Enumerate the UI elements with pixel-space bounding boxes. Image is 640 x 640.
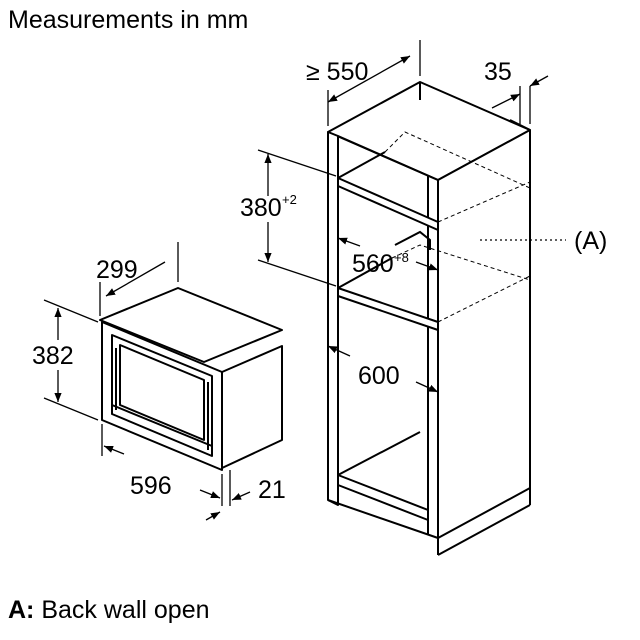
dim-niche-width: 560 [352, 250, 394, 278]
dim-niche-height: 380 [240, 194, 282, 222]
back-wall-open-outline [384, 131, 531, 323]
dim-rear-gap: 35 [484, 58, 512, 86]
dim-depth-min: ≥ 550 [306, 58, 368, 86]
dim-niche-height-tolerance: +2 [282, 192, 297, 207]
cabinet-drawing [327, 81, 531, 556]
page-title: Measurements in mm [8, 6, 249, 34]
dim-appliance-width: 596 [130, 472, 172, 500]
dim-outer-width: 600 [358, 362, 400, 390]
legend-text: Back wall open [41, 596, 210, 624]
dim-niche-width-tolerance: +8 [394, 250, 409, 265]
legend: A: Back wall open [8, 596, 210, 625]
appliance-drawing [99, 287, 283, 471]
appliance-dimension-lines [43, 242, 251, 521]
mounting-bracket [394, 230, 431, 250]
dim-appliance-height: 382 [32, 342, 74, 370]
callout-a-label: (A) [574, 227, 607, 255]
cabinet-dimension-lines [257, 40, 549, 393]
dim-appliance-front-depth: 21 [258, 476, 286, 504]
legend-key: A: [8, 596, 35, 624]
dim-appliance-depth: 299 [96, 256, 138, 284]
